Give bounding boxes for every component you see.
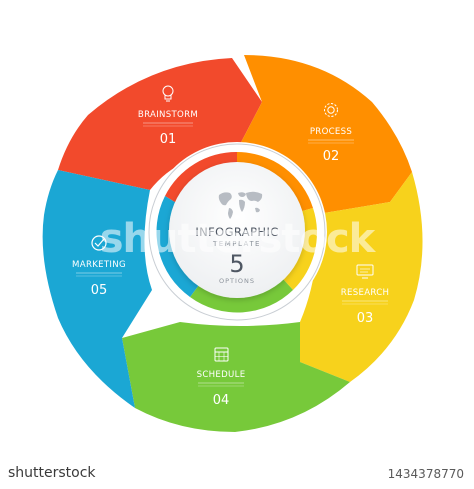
world-map-icon (218, 191, 263, 219)
center-badge (169, 162, 305, 298)
segment-title-schedule: SCHEDULE (197, 370, 246, 380)
segment-number-process: 02 (323, 149, 340, 164)
segment-marketing (42, 170, 152, 408)
monitor-icon (356, 264, 374, 279)
inner-rim (148, 143, 326, 321)
segment-research (300, 172, 423, 382)
lightbulb-icon (162, 85, 174, 102)
checkmark-icon (91, 235, 107, 251)
segment-number-marketing: 05 (91, 283, 108, 298)
center-title: INFOGRAPHIC (195, 225, 278, 239)
brand-logo: shutterstock (8, 465, 96, 481)
segment-label-schedule: SCHEDULE 04 (197, 347, 246, 408)
segment-title-marketing: MARKETING (72, 260, 126, 270)
segment-schedule (122, 322, 350, 432)
footer-bar: shutterstock 1434378770 (0, 459, 474, 489)
image-id: 1434378770 (387, 467, 464, 481)
center-caption: OPTIONS (219, 277, 255, 285)
watermark-text: shutterstock (100, 216, 377, 262)
center-number: 5 (229, 250, 244, 278)
gear-icon (324, 103, 338, 117)
inner-arc-schedule (190, 279, 293, 313)
segment-title-research: RESEARCH (341, 288, 390, 298)
segment-title-brainstorm: BRAINSTORM (138, 110, 198, 120)
segment-label-process: PROCESS 02 (308, 103, 354, 164)
segment-number-schedule: 04 (213, 393, 230, 408)
segment-label-brainstorm: BRAINSTORM 01 (138, 85, 198, 147)
segment-brainstorm (58, 58, 262, 190)
segment-process (237, 55, 412, 214)
segment-label-marketing: MARKETING 05 (72, 235, 126, 298)
segment-number-research: 03 (357, 311, 374, 326)
segment-number-brainstorm: 01 (160, 132, 177, 147)
segment-title-process: PROCESS (310, 127, 352, 137)
outer-ring (42, 55, 423, 432)
center-subtitle: TEMPLATE (212, 240, 261, 248)
inner-arc-marketing (156, 196, 199, 297)
calendar-icon (214, 347, 229, 362)
segment-label-research: RESEARCH 03 (341, 264, 390, 326)
